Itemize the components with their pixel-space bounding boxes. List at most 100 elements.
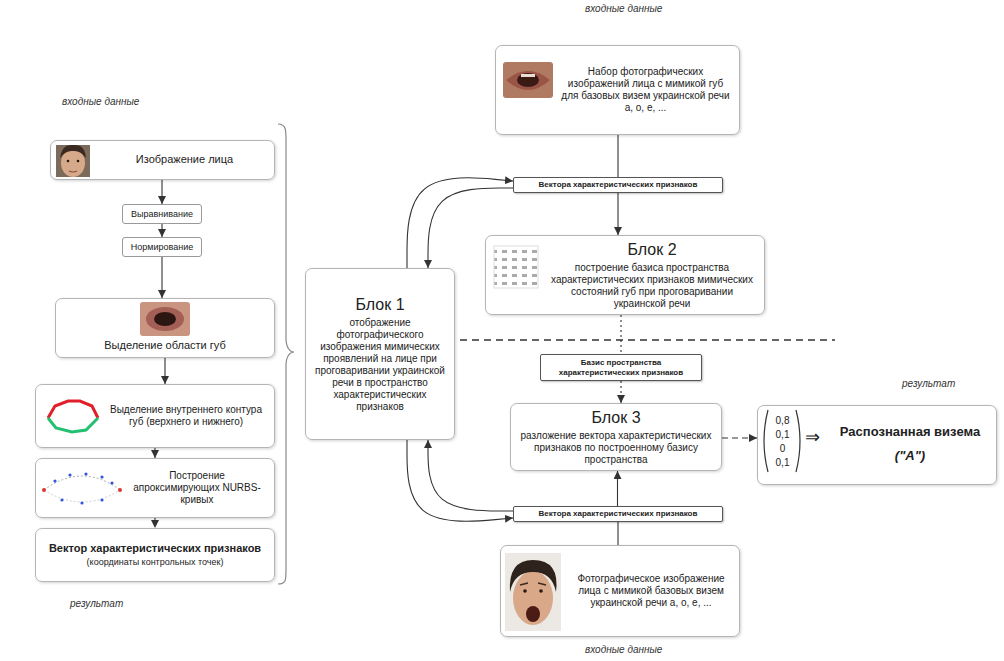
control-point: [60, 498, 63, 501]
lips-shape: [506, 71, 550, 90]
mouth-opening: [517, 73, 539, 87]
io-label: результат: [902, 378, 955, 389]
lips-photo-icon: [140, 302, 190, 336]
teeth: [521, 74, 535, 77]
photo-ground: [505, 553, 561, 631]
flow-arrow: [407, 178, 513, 268]
flow-arrow: [161, 257, 162, 298]
vector-value: 0,8: [769, 414, 796, 428]
flow-arrow: [154, 448, 155, 458]
matrix-bracket: [796, 410, 800, 472]
box-heading: Блок 2: [627, 240, 676, 259]
flow-arrow: [161, 224, 162, 237]
mouth: [69, 171, 77, 172]
box-text: Изображение лица: [136, 153, 233, 166]
control-point: [100, 475, 103, 478]
flow-arrow: [722, 437, 757, 438]
result-box: Вектор характеристических признаков (коор…: [35, 528, 275, 582]
block-box: Блок 1отображение фотографического изобр…: [305, 268, 455, 440]
lips-set-photo-icon: [503, 62, 553, 98]
box-text: Нормирование: [131, 242, 193, 253]
matrix-bracket: [764, 410, 768, 472]
input-box: Набор фотографических изображений лица с…: [495, 45, 740, 135]
face-photo-icon: [56, 145, 90, 177]
box-text: Набор фотографических изображений лица с…: [560, 66, 731, 114]
matrix-grid: [494, 246, 538, 288]
matrix-icon: [494, 246, 538, 288]
nurbs-curve: [44, 476, 120, 490]
nurbs-curve-icon: [42, 472, 122, 504]
hair-shape: [60, 145, 86, 158]
vector-value: 0,1: [769, 456, 796, 470]
flow-arrow: [617, 135, 618, 177]
process-box: Построение апроксимирующих NURBS-кривых: [35, 458, 275, 518]
block-box: Блок 3 разложение вектора характеристичес…: [510, 403, 722, 471]
eyebrow: [520, 583, 528, 585]
flow-arrow: [617, 522, 618, 545]
hair-shape: [510, 560, 557, 592]
box-text: Базис пространства характеристических пр…: [545, 358, 697, 377]
nurbs-curve: [44, 490, 120, 502]
box-text: Вектора характеристических признаков: [539, 509, 698, 519]
step-box: Нормирование: [122, 237, 202, 257]
control-point: [80, 501, 83, 504]
mouth-opening: [526, 606, 540, 622]
eyebrow: [538, 583, 546, 585]
mouth-opening: [154, 312, 176, 326]
control-point: [53, 479, 56, 482]
photo-ground: [140, 302, 190, 336]
separator-line: [460, 339, 835, 341]
result-text: ("А"): [826, 449, 994, 463]
box-text: Выравнивание: [131, 209, 193, 220]
curly-bracket: [278, 124, 294, 584]
flow-arrow: [620, 381, 621, 403]
io-label: входные данные: [62, 96, 139, 107]
flow-arrow: [428, 188, 513, 268]
upper-contour: [48, 401, 98, 418]
flow-arrow: [617, 193, 618, 235]
io-label: входные данные: [585, 644, 662, 655]
flow-arrow: [620, 315, 621, 354]
input-box: Изображение лица: [50, 140, 275, 180]
box-text: построение базиса пространства характери…: [548, 262, 756, 310]
face-shape: [513, 571, 553, 625]
box-text: (координаты контрольных точек): [87, 557, 224, 568]
box-text: Построение апроксимирующих NURBS-кривых: [128, 470, 266, 506]
face-photo-icon: [505, 553, 561, 631]
box-heading: Блок 1: [355, 295, 404, 314]
eye: [77, 160, 80, 163]
result-box: 0,80,100,1⇒Распознанная визема("А"): [757, 405, 997, 485]
process-box: Выделение внутреннего контура губ (верхн…: [35, 384, 275, 448]
end-point: [42, 488, 46, 492]
vector-value: 0,1: [769, 428, 796, 442]
implies-symbol: ⇒: [800, 430, 824, 444]
io-label: входные данные: [585, 3, 662, 14]
box-heading: Блок 3: [591, 408, 640, 427]
flow-arrow: [407, 440, 513, 521]
data-tag: Вектора характеристических признаков: [513, 506, 723, 522]
process-box: Выделение области губ: [55, 298, 275, 358]
input-box: Фотографическое изображение лица с мимик…: [500, 545, 740, 637]
photo-ground: [503, 62, 553, 98]
data-tag: Базис пространства характеристических пр…: [540, 354, 702, 381]
control-point: [68, 473, 71, 476]
end-point: [118, 488, 122, 492]
block-box: Блок 2 построение базиса пространства хар…: [485, 235, 765, 315]
box-heading: Вектор характеристических признаков: [49, 542, 261, 555]
io-label: результат: [70, 598, 123, 609]
lip-contour-icon: [48, 401, 98, 432]
lower-contour: [48, 418, 98, 432]
box-text: Выделение области губ: [104, 339, 225, 352]
box-text: разложение вектора характеристических пр…: [519, 430, 713, 466]
eye: [67, 160, 70, 163]
lips-shape: [146, 307, 184, 331]
eye: [523, 589, 527, 593]
step-box: Выравнивание: [122, 204, 202, 224]
photo-ground: [56, 145, 90, 177]
control-point: [110, 481, 113, 484]
data-tag: Вектора характеристических признаков: [513, 177, 723, 193]
box-text: Фотографическое изображение лица с мимик…: [571, 573, 731, 609]
flow-arrow: [154, 518, 155, 528]
flow-arrow: [161, 180, 162, 204]
